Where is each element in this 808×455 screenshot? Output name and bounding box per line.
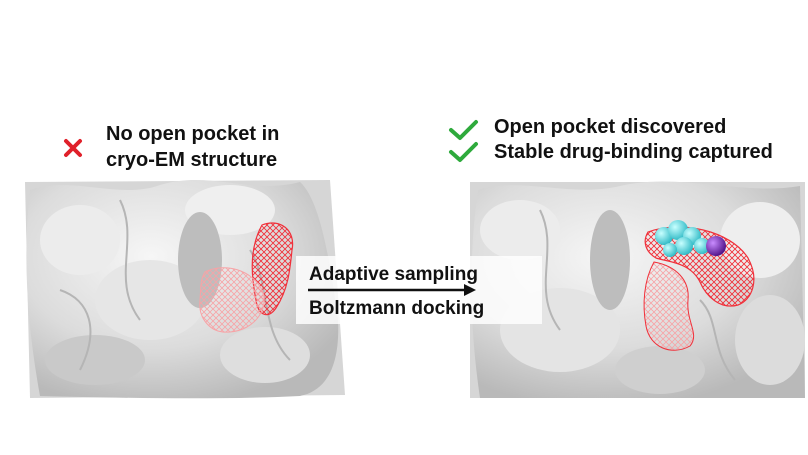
transition-arrow-icon bbox=[308, 284, 476, 296]
before-caption-line1: No open pocket in bbox=[106, 123, 279, 145]
cryo-em-pocket-mesh bbox=[199, 222, 294, 333]
after-caption-line1: Open pocket discovered bbox=[494, 116, 726, 138]
check-icon bbox=[449, 142, 478, 162]
after-caption-line2: Stable drug-binding captured bbox=[494, 141, 773, 163]
transition-line2: Boltzmann docking bbox=[309, 298, 484, 319]
cross-icon bbox=[64, 139, 82, 157]
transition-line1: Adaptive sampling bbox=[309, 264, 478, 285]
check-icon bbox=[449, 120, 478, 140]
before-caption-line2: cryo-EM structure bbox=[106, 149, 277, 171]
drug-ligand-model bbox=[655, 220, 726, 257]
